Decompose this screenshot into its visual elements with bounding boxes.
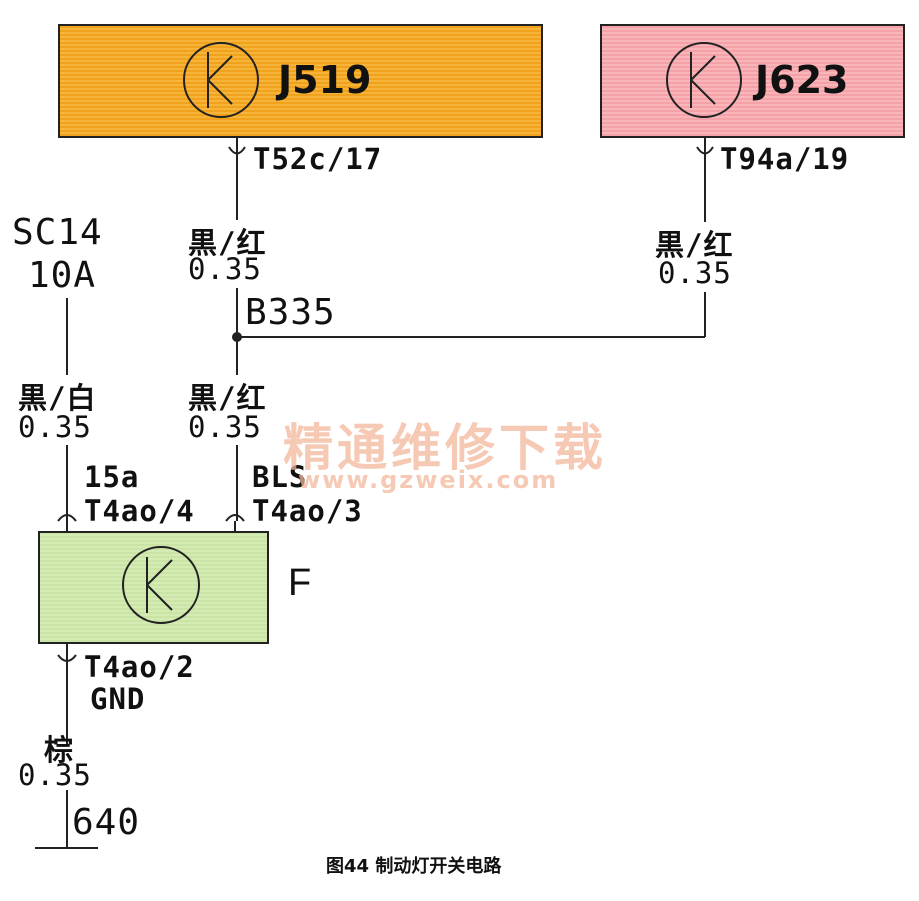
f-k-symbol-icon [122, 546, 200, 624]
signal-gnd: GND [90, 682, 146, 716]
wire-fuse-color: 黒/白 [18, 381, 97, 415]
j519-pin-label: T52c/17 [253, 142, 383, 176]
wire-fuse-size: 0.35 [18, 410, 92, 444]
fuse-rating: 10A [28, 255, 97, 296]
brake-light-switch-f [38, 531, 269, 644]
j623-control-unit: J623 [600, 24, 905, 138]
j623-k-symbol-icon [666, 42, 742, 118]
signal-15a: 15a [84, 460, 140, 494]
j623-pin-label: T94a/19 [720, 142, 850, 176]
wire-bls-color: 黒/红 [188, 381, 267, 415]
b335-junction-dot [232, 332, 242, 342]
signal-bls: BLS [252, 460, 308, 494]
figure-caption: 图44 制动灯开关电路 [326, 856, 502, 877]
wire-gnd-size: 0.35 [18, 758, 92, 792]
wire-j623-color: 黒/红 [655, 228, 734, 262]
wire-j623-size: 0.35 [658, 256, 732, 290]
f-pin4-label: T4ao/4 [84, 494, 195, 528]
junction-label-b335: B335 [245, 292, 336, 333]
j519-k-symbol-icon [183, 42, 259, 118]
ground-point-label: 640 [72, 802, 141, 843]
j519-control-unit: J519 [58, 24, 543, 138]
watermark-url: www.gzweix.com [298, 466, 559, 494]
watermark-title: 精通维修下载 [283, 419, 607, 477]
wire-bls-size: 0.35 [188, 410, 262, 444]
f-component-label: F [288, 562, 312, 604]
j519-label: J519 [278, 58, 372, 102]
fuse-name: SC14 [12, 212, 103, 253]
wire-j519-color: 黒/红 [188, 226, 267, 260]
j623-label: J623 [755, 58, 849, 102]
f-pin3-label: T4ao/3 [252, 494, 363, 528]
f-pin2-label: T4ao/2 [84, 650, 195, 684]
wire-j519-size: 0.35 [188, 252, 262, 286]
f-pin3-connector-icon [225, 514, 245, 522]
wire-gnd-color: 棕 [44, 733, 75, 767]
